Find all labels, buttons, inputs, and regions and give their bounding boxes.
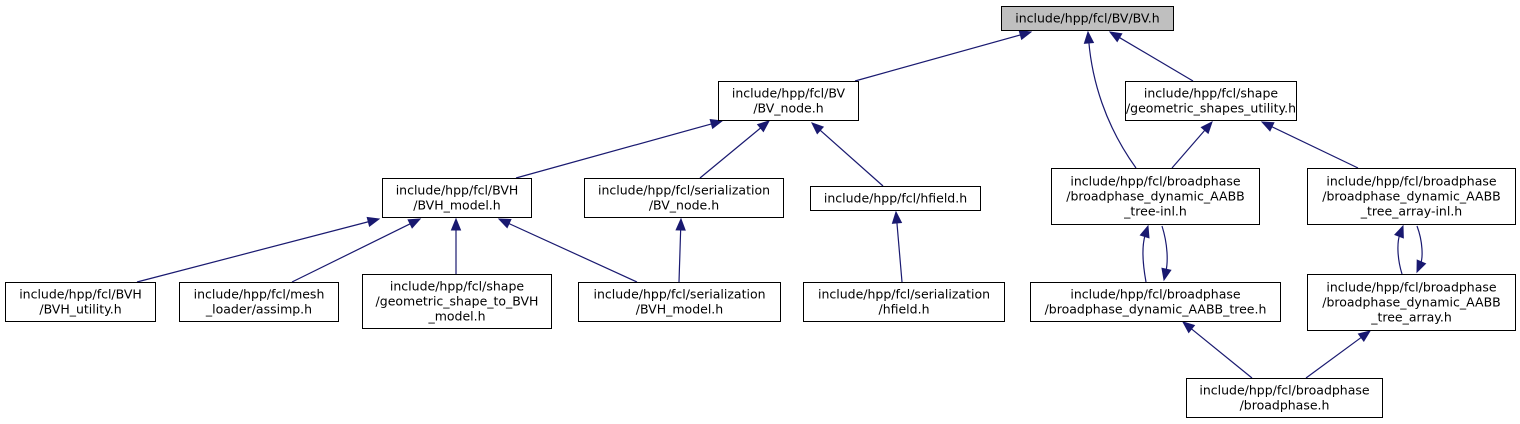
node-label-line: /BV_node.h xyxy=(649,198,719,213)
edge-mesh-assimp-to-bvh-model xyxy=(291,218,422,283)
node-box xyxy=(1307,168,1516,225)
node-label-line: /BVH_utility.h xyxy=(39,302,121,317)
node-box xyxy=(718,81,859,121)
node-label-line: /BV_node.h xyxy=(753,101,823,116)
edge-dyn-aabb-tree-inl-to-bv-h xyxy=(1083,30,1137,169)
node-label-line: include/hpp/fcl/BV/BV.h xyxy=(1015,11,1159,26)
node-bv-h[interactable]: include/hpp/fcl/BV/BV.h xyxy=(1001,6,1174,31)
edge-dyn-aabb-tree-array-inl-to-dyn-aabb-tree-array xyxy=(1416,225,1427,274)
node-label-line: include/hpp/fcl/serialization xyxy=(818,287,990,302)
node-label-line: include/hpp/fcl/hfield.h xyxy=(824,191,967,206)
node-label-line: /BVH_model.h xyxy=(636,302,723,317)
node-label-line: _tree_array.h xyxy=(1370,310,1452,325)
node-label-line: include/hpp/fcl/BV xyxy=(732,86,846,101)
node-mesh-loader-assimp[interactable]: include/hpp/fcl/mesh_loader/assimp.h xyxy=(179,282,339,322)
node-label-line: _model.h xyxy=(427,309,485,324)
node-label-line: _tree_array-inl.h xyxy=(1360,204,1462,219)
node-serialization-bv-node[interactable]: include/hpp/fcl/serialization/BV_node.h xyxy=(584,178,784,218)
node-label-line: _tree-inl.h xyxy=(1123,204,1187,219)
node-label-line: include/hpp/fcl/broadphase xyxy=(1199,383,1370,398)
node-label-line: include/hpp/fcl/serialization xyxy=(593,287,765,302)
node-geometric-shapes-utility[interactable]: include/hpp/fcl/shape/geometric_shapes_u… xyxy=(1125,81,1297,121)
node-bvh-utility[interactable]: include/hpp/fcl/BVH/BVH_utility.h xyxy=(5,282,156,322)
node-label-line: /broadphase_dynamic_AABB xyxy=(1322,189,1501,204)
node-geometric-shape-to-bvh-model[interactable]: include/hpp/fcl/shape/geometric_shape_to… xyxy=(362,274,552,329)
node-label-line: include/hpp/fcl/BVH xyxy=(396,183,519,198)
edge-broadphase-to-dyn-aabb-tree xyxy=(1181,321,1253,379)
node-box xyxy=(382,178,532,218)
node-label-line: /geometric_shape_to_BVH xyxy=(376,294,539,309)
node-box xyxy=(1051,168,1260,225)
edge-hfield-to-bv-node xyxy=(811,122,884,187)
node-broadphase-dynamic-aabb-tree[interactable]: include/hpp/fcl/broadphase/broadphase_dy… xyxy=(1030,282,1281,322)
node-box xyxy=(584,178,784,218)
node-box xyxy=(1186,378,1383,418)
node-box xyxy=(810,186,981,211)
node-label-line: include/hpp/fcl/broadphase xyxy=(1326,280,1497,295)
node-label-line: include/hpp/fcl/mesh xyxy=(194,287,325,302)
node-serialization-bvh-model[interactable]: include/hpp/fcl/serialization/BVH_model.… xyxy=(578,282,781,322)
node-broadphase-dynamic-aabb-tree-array-inl[interactable]: include/hpp/fcl/broadphase/broadphase_dy… xyxy=(1307,168,1516,225)
edge-broadphase-to-dyn-aabb-tree-array xyxy=(1305,330,1372,379)
node-box xyxy=(1307,274,1516,331)
node-box xyxy=(1030,282,1281,322)
node-box xyxy=(5,282,156,322)
edge-bv-node-to-bv-h xyxy=(854,30,1033,82)
node-label-line: include/hpp/fcl/BVH xyxy=(19,287,142,302)
node-box xyxy=(179,282,339,322)
node-serialization-hfield[interactable]: include/hpp/fcl/serialization/hfield.h xyxy=(803,282,1005,322)
node-label-line: include/hpp/fcl/broadphase xyxy=(1070,174,1241,189)
edge-dyn-aabb-tree-array-inl-to-geom-shapes-utility xyxy=(1260,121,1359,169)
node-label-line: include/hpp/fcl/shape xyxy=(1144,86,1278,101)
node-label-line: /hfield.h xyxy=(878,302,929,317)
edge-dyn-aabb-tree-inl-to-dyn-aabb-tree xyxy=(1161,225,1172,282)
node-label-line: /broadphase_dynamic_AABB xyxy=(1066,189,1245,204)
node-bv-node[interactable]: include/hpp/fcl/BV/BV_node.h xyxy=(718,81,859,121)
node-broadphase-dynamic-aabb-tree-array[interactable]: include/hpp/fcl/broadphase/broadphase_dy… xyxy=(1307,274,1516,331)
node-box xyxy=(1001,6,1174,31)
edge-dyn-aabb-tree-inl-to-geom-shapes-utility xyxy=(1171,121,1213,169)
node-label-line: include/hpp/fcl/broadphase xyxy=(1070,287,1241,302)
node-label-line: /broadphase_dynamic_AABB xyxy=(1322,295,1501,310)
edge-bvh-model-to-bv-node xyxy=(515,119,724,179)
edge-bvh-utility-to-bvh-model xyxy=(136,216,381,283)
node-box xyxy=(362,274,552,329)
node-label-line: /broadphase.h xyxy=(1240,398,1330,413)
node-broadphase-dynamic-aabb-tree-inl[interactable]: include/hpp/fcl/broadphase/broadphase_dy… xyxy=(1051,168,1260,225)
node-label-line: /BVH_model.h xyxy=(413,198,500,213)
node-label-line: include/hpp/fcl/serialization xyxy=(598,183,770,198)
edge-ser-hfield-to-hfield xyxy=(891,210,903,283)
edge-geom-shapes-utility-to-bv-h xyxy=(1108,31,1194,82)
node-box xyxy=(803,282,1005,322)
node-label-line: /geometric_shapes_utility.h xyxy=(1126,101,1296,116)
node-box xyxy=(1125,81,1297,121)
edge-geom-shape-to-bvh-to-bvh-model xyxy=(450,217,462,274)
edge-ser-bvh-model-to-ser-bv-node xyxy=(675,217,686,283)
node-label-line: /broadphase_dynamic_AABB_tree.h xyxy=(1045,302,1267,317)
edge-ser-bv-node-to-bv-node xyxy=(699,120,771,179)
node-bvh-model[interactable]: include/hpp/fcl/BVH/BVH_model.h xyxy=(382,178,532,218)
node-hfield[interactable]: include/hpp/fcl/hfield.h xyxy=(810,186,981,211)
node-broadphase[interactable]: include/hpp/fcl/broadphase/broadphase.h xyxy=(1186,378,1383,418)
node-label-line: _loader/assimp.h xyxy=(205,302,312,317)
edge-dyn-aabb-tree-array-to-dyn-aabb-tree-array-inl xyxy=(1394,224,1404,275)
node-label-line: include/hpp/fcl/broadphase xyxy=(1326,174,1497,189)
node-box xyxy=(578,282,781,322)
edge-dyn-aabb-tree-to-dyn-aabb-tree-inl xyxy=(1139,224,1150,283)
edge-ser-bvh-model-to-bvh-model xyxy=(497,218,638,283)
node-label-line: include/hpp/fcl/shape xyxy=(390,279,524,294)
